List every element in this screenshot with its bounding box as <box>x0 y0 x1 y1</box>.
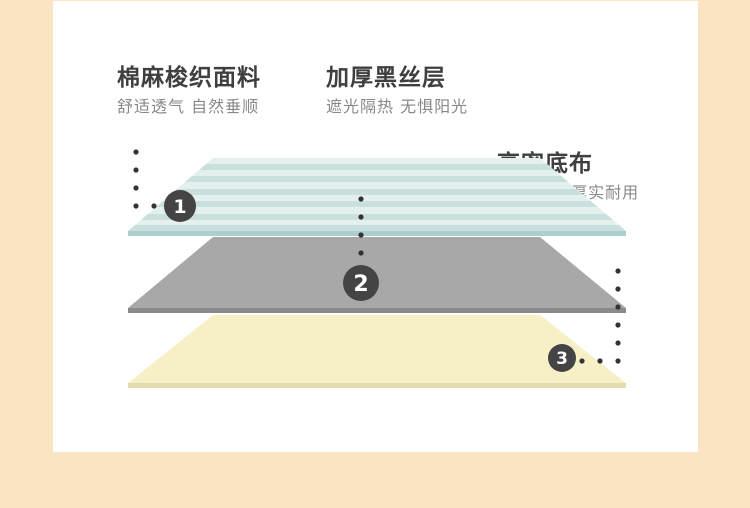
badge-2-number: 2 <box>353 272 368 297</box>
layer2-title: 加厚黑丝层 <box>326 65 446 91</box>
top-layer-stripes <box>128 164 626 231</box>
badge-2: 2 <box>343 265 379 301</box>
layer1-title: 棉麻梭织面料 <box>117 65 261 91</box>
badge-3-number: 3 <box>556 349 568 369</box>
layer2-subtitle: 遮光隔热 无惧阳光 <box>326 97 469 116</box>
leader-1-dots <box>133 149 157 209</box>
leader-2-dots <box>358 196 364 256</box>
middle-layer-edge <box>128 308 626 313</box>
bottom-layer <box>128 315 626 388</box>
top-layer <box>128 158 626 236</box>
badge-1-number: 1 <box>173 196 186 218</box>
middle-layer <box>128 237 626 313</box>
leader-3-dots <box>579 268 621 364</box>
layer1-subtitle: 舒适透气 自然垂顺 <box>117 97 260 116</box>
bottom-layer-face <box>128 315 626 383</box>
badge-3: 3 <box>548 344 576 372</box>
middle-layer-face <box>128 237 626 308</box>
top-layer-edge <box>128 231 626 236</box>
bottom-layer-edge <box>128 383 626 388</box>
badge-1: 1 <box>164 190 196 222</box>
